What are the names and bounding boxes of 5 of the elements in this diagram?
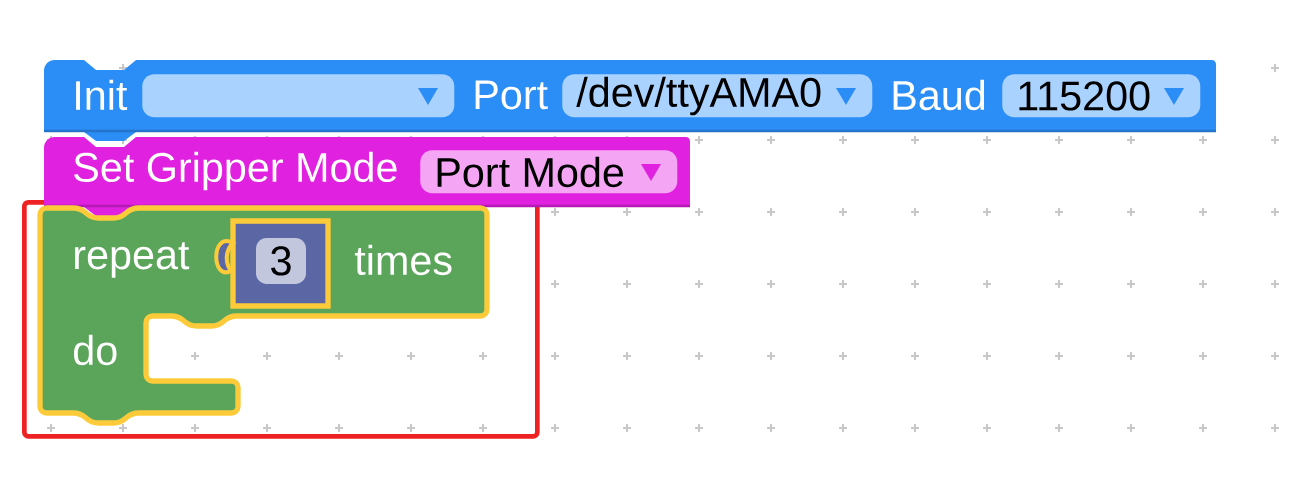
dropdown-field [142,74,455,118]
dropdown-field: 115200 [1002,74,1201,118]
number-block: 3 [214,218,331,309]
dropdown-field: Port Mode [420,150,678,194]
dropdown-field: /dev/ttyAMA0 [562,74,873,118]
